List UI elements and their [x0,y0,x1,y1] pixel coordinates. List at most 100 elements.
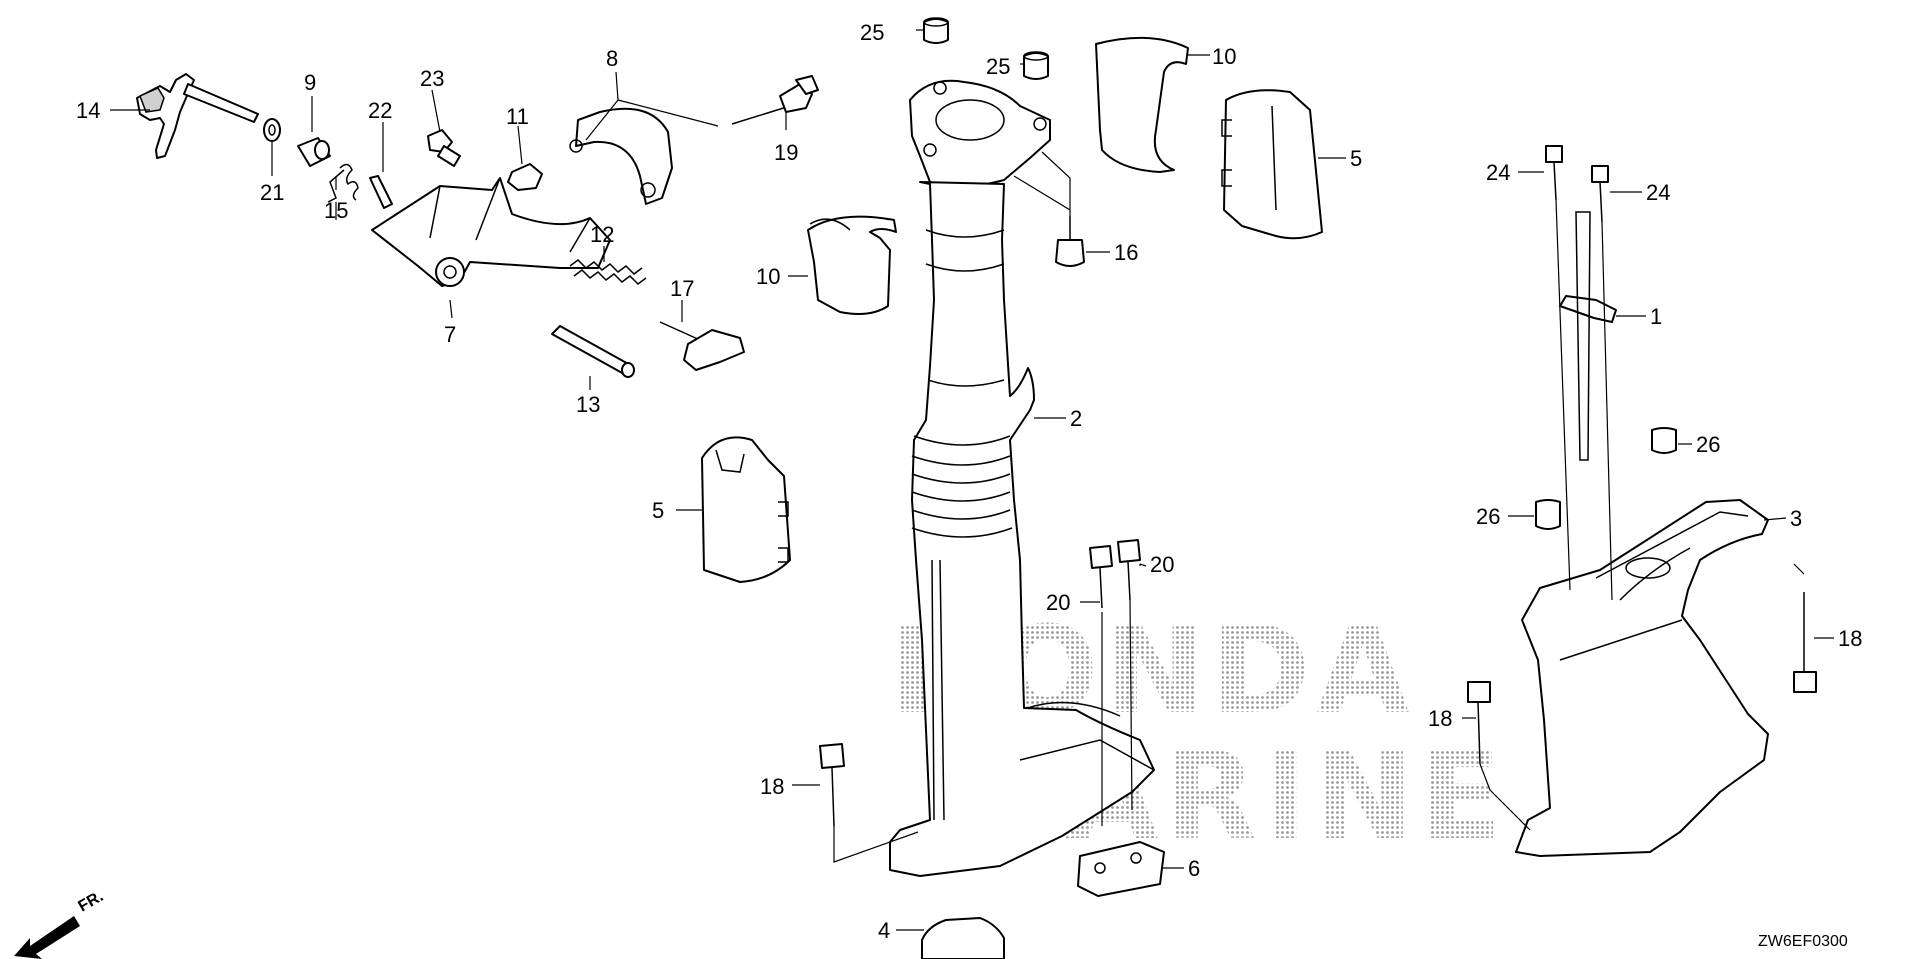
cap-top-right [1023,52,1049,80]
callout-26a: 26 [1696,432,1720,457]
compression-spring-2 [573,269,647,285]
bolt-flange [795,75,819,95]
cap [507,163,543,191]
liner-left-top [809,218,851,231]
leader-18c-up [1793,563,1805,575]
mount-cover-left-clips [778,501,789,563]
bolt16-head [1055,239,1085,267]
callout-1: 1 [1650,304,1662,329]
callout-5b: 5 [652,498,664,523]
mount-cover-right [1223,89,1323,240]
upper-mount-head [909,79,1051,188]
bolt24-shank-b [1599,181,1603,223]
bolt24-shank-a [1553,161,1557,201]
thumb-screw-head [683,329,745,371]
grease-fitting-thread [437,145,461,167]
callout-24b: 24 [1646,180,1670,205]
bolt18-head-right [1793,671,1817,693]
leader-8 [585,71,719,141]
bolt24-head-a [1545,145,1563,163]
leader-23 [431,89,441,133]
mount-cover-left-notch [715,449,745,473]
callout-10a: 10 [1212,44,1236,69]
bracket-edges [429,177,591,253]
liner-right [1095,36,1189,173]
callout-18a: 18 [760,774,784,799]
diagram-code: ZW6EF0300 [1758,933,1848,950]
leader-7 [449,299,453,319]
right-parts-group [1095,36,1817,857]
callout-26b: 26 [1476,504,1500,529]
callout-18b: 18 [1428,706,1452,731]
washer-hole [268,124,276,136]
housing-ring-2 [925,263,1005,272]
callout-10b: 10 [756,264,780,289]
callout-labels: 14 21 9 22 23 11 8 15 7 12 13 17 19 25 2… [76,20,1862,943]
cap-top-left-rim [923,17,949,27]
callout-5a: 5 [1350,146,1362,171]
housing-ring-3 [927,379,1005,387]
front-arrow-icon [14,916,80,959]
callout-25a: 25 [860,20,884,45]
upper-mount-hole-1 [933,81,947,95]
bracket-pivot [435,257,465,287]
rubber-pad-hole-1 [1094,862,1106,874]
leader-20a [1139,563,1147,567]
callout-24a: 24 [1486,160,1510,185]
callout-15: 15 [324,198,348,223]
pivot-pin [551,325,633,375]
bolt-shank [731,105,791,125]
housing-ring-1 [925,229,1005,238]
callout-22: 22 [368,98,392,123]
upper-clamp [575,107,673,205]
callout-20a: 20 [1150,552,1174,577]
bolt20-shank-a [1099,567,1103,609]
lever-shaft [183,83,259,123]
callout-23: 23 [420,66,444,91]
callout-8: 8 [606,46,618,71]
callout-7: 7 [444,322,456,347]
leader-24-down [1555,199,1613,601]
leader-18a-down [833,826,919,863]
bolt20-head-b [1117,539,1141,563]
extension-plate [1559,295,1617,323]
extension-case-bore [1625,557,1671,579]
callout-6: 6 [1188,856,1200,881]
callout-2: 2 [1070,406,1082,431]
rubber-pad-hole-2 [1130,852,1142,864]
bolt18-shank-mid [1477,701,1481,765]
bolt20-shank-b [1127,561,1131,601]
drive-shaft-housing-group [701,17,1165,959]
housing-shaft-lines [931,559,945,821]
bushing-end [314,140,330,160]
swivel-bracket [371,177,611,287]
upper-mount-hole-3 [923,143,937,157]
cap26-upper [1651,427,1677,454]
bolt20-head-a [1089,545,1113,569]
callout-13: 13 [576,392,600,417]
pivot-pin-end [621,362,635,378]
upper-mount-bore [935,99,1005,141]
callout-25b: 25 [986,54,1010,79]
torsion-spring [327,163,359,203]
leader-lines [110,29,1834,931]
spring-pin [369,175,393,209]
bracket-pivot-hole [443,265,457,279]
callout-21: 21 [260,180,284,205]
lever-grip [139,87,165,113]
callout-18c: 18 [1838,626,1862,651]
upper-mount-hole-2 [1033,117,1047,131]
bolt18-head-center [819,743,845,769]
housing-ring-4 [913,435,1011,446]
front-direction-indicator: FR. [14,888,106,959]
bolt24-head-b [1591,165,1609,183]
liner-left [807,215,897,315]
housing-ring-7 [911,491,1011,502]
clamp-bolt-hole-right [640,182,656,198]
steering-bracket-assembly [136,73,819,378]
extension-case-lines [1559,511,1749,661]
front-label: FR. [76,888,107,916]
cap-top-right-rim [1023,51,1049,61]
housing-ring-5 [911,455,1011,466]
